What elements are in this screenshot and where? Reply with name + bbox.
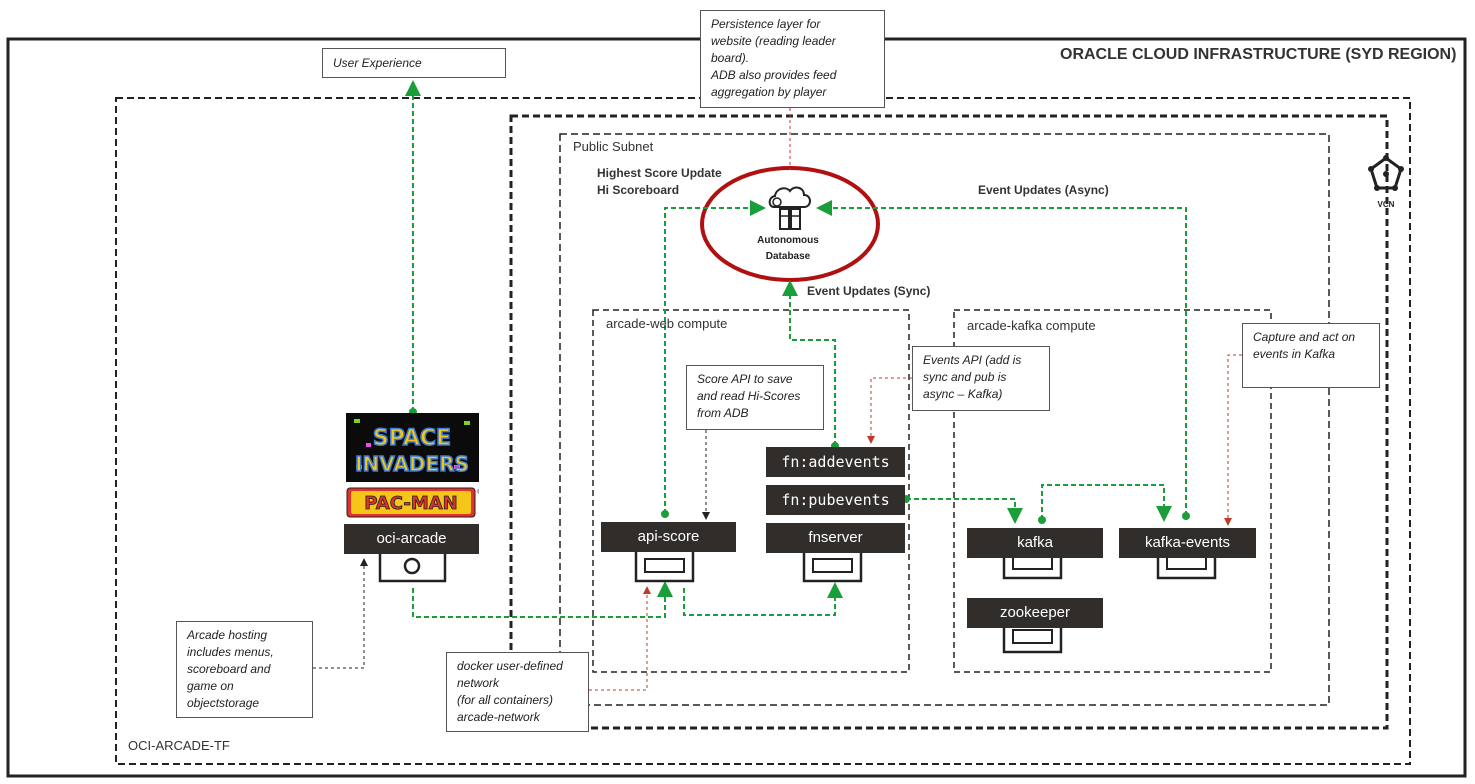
adb-label-line2: Database bbox=[765, 251, 811, 262]
event-sync-label: Event Updates (Sync) bbox=[807, 284, 931, 298]
container-fnserver[interactable]: fnserver bbox=[766, 523, 905, 553]
note-arcade-hosting: Arcade hosting includes menus, scoreboar… bbox=[176, 621, 313, 718]
web-compute-label: arcade-web compute bbox=[606, 316, 728, 331]
vcn-label: VCN bbox=[1377, 200, 1395, 209]
note-user-experience: User Experience bbox=[322, 48, 506, 78]
container-kafka[interactable]: kafka bbox=[967, 528, 1103, 558]
highest-score-line1: Highest Score Update bbox=[597, 166, 722, 180]
highest-score-line2: Hi Scoreboard bbox=[597, 183, 680, 197]
tf-label: OCI-ARCADE-TF bbox=[128, 738, 230, 753]
kafka-compute-label: arcade-kafka compute bbox=[967, 318, 1096, 333]
autonomous-database-icon bbox=[766, 183, 814, 233]
subnet-label: Public Subnet bbox=[573, 139, 654, 154]
highest-score-label: Highest Score Update Hi Scoreboard bbox=[597, 165, 722, 199]
region-title: ORACLE CLOUD INFRASTRUCTURE (SYD REGION) bbox=[1060, 46, 1457, 63]
event-async-label: Event Updates (Async) bbox=[978, 183, 1109, 197]
vcn-icon bbox=[1366, 154, 1406, 210]
note-docker-network: docker user-defined network (for all con… bbox=[446, 652, 589, 732]
pacman-logo: PAC-MAN ® bbox=[346, 487, 482, 518]
adb-label: Autonomous Database bbox=[740, 233, 836, 265]
container-fn-pubevents[interactable]: fn:pubevents bbox=[766, 485, 905, 515]
note-persistence: Persistence layer for website (reading l… bbox=[700, 10, 885, 108]
svg-text:®: ® bbox=[477, 489, 479, 496]
adb-label-line1: Autonomous bbox=[757, 235, 819, 246]
space-invaders-logo: SPACE INVADERS bbox=[346, 413, 479, 482]
container-fn-addevents[interactable]: fn:addevents bbox=[766, 447, 905, 477]
note-capture-kafka: Capture and act on events in Kafka bbox=[1242, 323, 1380, 388]
note-score-api: Score API to save and read Hi-Scores fro… bbox=[686, 365, 824, 430]
space-invaders-text-2: INVADERS bbox=[355, 452, 469, 476]
svg-text:PAC-MAN: PAC-MAN bbox=[364, 493, 457, 514]
container-zookeeper[interactable]: zookeeper bbox=[967, 598, 1103, 628]
note-events-api: Events API (add is sync and pub is async… bbox=[912, 346, 1050, 411]
space-invaders-text-1: SPACE bbox=[373, 426, 451, 451]
container-api-score[interactable]: api-score bbox=[601, 522, 736, 552]
container-kafka-events[interactable]: kafka-events bbox=[1119, 528, 1256, 558]
container-oci-arcade[interactable]: oci-arcade bbox=[344, 524, 479, 554]
